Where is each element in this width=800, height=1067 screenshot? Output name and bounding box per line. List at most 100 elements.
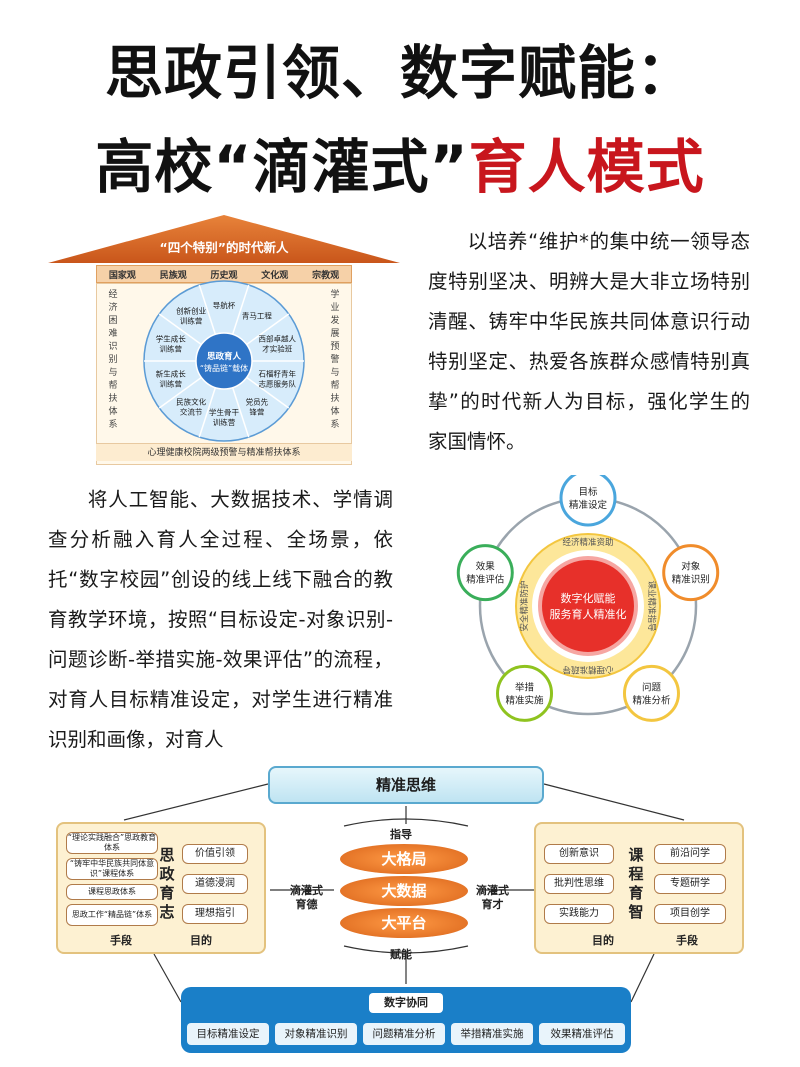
wheel-divider — [231, 284, 250, 335]
wheel-sector-label: 石榴籽青年志愿服务队 — [259, 368, 297, 388]
ring-node-label: 精准设定 — [569, 499, 608, 511]
left-aim-label: 目的 — [190, 934, 212, 947]
paragraph-goal: 以培养“维护*的集中统一领导态度特别坚决、明辨大是大非立场特别清醒、铸牢中华民族… — [428, 222, 750, 462]
drip-moral-line: 育德 — [295, 898, 318, 911]
paragraph-goal-text: 以培养“维护*的集中统一领导态度特别坚决、明辨大是大非立场特别清醒、铸牢中华民族… — [428, 230, 750, 453]
right-value-box: 创新意识 — [544, 844, 614, 864]
ring-center-line1: 数字化赋能 — [561, 591, 616, 605]
ring-node — [559, 475, 617, 527]
wheel-sector-label: 党员先锋营 — [246, 396, 269, 416]
wheel-sector-label: 导航杯 — [213, 300, 236, 310]
left-panel-label: 思政育志 — [159, 846, 175, 921]
ring-inner-label: 经济精准资助 — [562, 537, 613, 548]
right-aim-label: 目的 — [592, 934, 614, 947]
title-black-part: 高校“滴灌式” — [95, 133, 469, 201]
right-panel-label: 课程育智 — [628, 846, 644, 921]
drip-talent-line: 育才 — [481, 898, 504, 911]
ring-inner-label: 安全精准防护 — [519, 580, 530, 631]
ring-node-label: 精准分析 — [632, 694, 671, 706]
left-panel: “理论实践融合”思政教育体系 “铸牢中华民族共同体意识”课程体系 课程思政体系 … — [56, 822, 266, 954]
ring-node — [662, 544, 720, 602]
wheel-divider — [246, 376, 290, 409]
ring-node-label: 精准实施 — [506, 694, 545, 706]
ring-diagram: 数字化赋能服务育人精准化经济精准资助课业精准指导心理精准疏导安全精准防护目标精准… — [456, 475, 720, 722]
wheel-sector-label: 新生成长训练营 — [156, 368, 186, 388]
ring-node — [496, 664, 554, 722]
title-red-part: 育人模式 — [468, 133, 705, 201]
ring-node-label: 举措 — [515, 681, 535, 693]
left-value-box: 价值引领 — [182, 844, 248, 864]
collab-step: 问题精准分析 — [363, 1023, 445, 1045]
ring-center — [538, 556, 638, 656]
ring-node-label: 问题 — [642, 681, 662, 693]
left-system-box: 思政工作“精品链”体系 — [66, 904, 158, 926]
ellipse-bigdata: 大数据 — [340, 876, 468, 906]
wheel-divider — [198, 387, 217, 438]
paragraph-method-text: 将人工智能、大数据技术、学情调查分析融入育人全过程、全场景，依托“数字校园”创设… — [48, 488, 393, 751]
wheel-sector-label: 创新创业训练营 — [176, 306, 206, 326]
left-system-box: “理论实践融合”思政教育体系 — [66, 832, 158, 854]
house-beam: 国家观 民族观 历史观 文化观 宗教观 — [96, 265, 352, 283]
collab-step: 举措精准实施 — [451, 1023, 533, 1045]
digital-collab-bar: 数字协同 目标精准设定 对象精准识别 问题精准分析 举措精准实施 效果精准评估 — [181, 987, 631, 1053]
beam-item: 民族观 — [159, 270, 187, 281]
wheel-sector-label: 青马工程 — [242, 311, 272, 321]
collab-step: 目标精准设定 — [187, 1023, 269, 1045]
ring-node — [456, 544, 514, 602]
drip-moral-line: 滴灌式 — [290, 884, 323, 897]
collab-step: 效果精准评估 — [539, 1023, 625, 1045]
left-hand-label: 手段 — [110, 934, 132, 947]
house-roof-label: “四个特别”的时代新人 — [159, 240, 289, 255]
drip-moral-label: 滴灌式育德 — [290, 884, 323, 912]
left-system-box: “铸牢中华民族共同体意识”课程体系 — [66, 858, 158, 880]
diagram-arrows — [123, 783, 685, 1003]
right-panel: 创新意识 批判性思维 实践能力 前沿问学 专题研学 项目创学 课程育智 目的 手… — [534, 822, 744, 954]
paragraph-method: 将人工智能、大数据技术、学情调查分析融入育人全过程、全场景，依托“数字校园”创设… — [48, 480, 393, 760]
wheel-sector-label: 学生成长训练营 — [156, 334, 186, 354]
house-left-column: 经济困难识别与帮扶体系 — [108, 290, 118, 430]
right-method-box: 专题研学 — [654, 874, 726, 894]
digital-collab-title: 数字协同 — [369, 993, 443, 1013]
drip-talent-line: 滴灌式 — [476, 884, 509, 897]
right-hand-label: 手段 — [676, 934, 698, 947]
guide-label: 指导 — [390, 828, 412, 841]
wheel-sector-label: 西部卓越人才实验班 — [259, 334, 297, 354]
ring-node-label: 对象 — [681, 561, 701, 573]
left-value-box: 理想指引 — [182, 904, 248, 924]
collab-step: 对象精准识别 — [275, 1023, 357, 1045]
house-wheel: 导航杯青马工程西部卓越人才实验班石榴籽青年志愿服务队党员先锋营学生骨干训练营民族… — [143, 280, 305, 442]
ring-node-label: 效果 — [476, 561, 496, 573]
house-right-column: 学业发展预警与帮扶体系 — [330, 290, 340, 430]
page-title-line1: 思政引领、数字赋能： — [104, 39, 695, 107]
house-diagram: “四个特别”的时代新人 国家观 民族观 历史观 文化观 宗教观 经济困难识别与帮… — [48, 215, 400, 467]
wheel-divider — [231, 387, 250, 438]
right-value-box: 批判性思维 — [544, 874, 614, 894]
ring-center-line2: 服务育人精准化 — [550, 607, 627, 621]
left-system-box: 课程思政体系 — [66, 884, 158, 900]
beam-item: 国家观 — [108, 270, 136, 281]
wheel-divider — [158, 376, 202, 409]
page-title-line2: 高校“滴灌式”育人模式 — [0, 138, 800, 196]
drip-talent-label: 滴灌式育才 — [476, 884, 509, 912]
wheel-divider — [158, 313, 202, 346]
ring-node-label: 目标 — [578, 486, 598, 498]
ring-inner-label: 课业精准指导 — [646, 580, 657, 632]
empower-label: 赋能 — [390, 948, 412, 961]
right-method-box: 项目创学 — [654, 904, 726, 924]
wheel-center — [195, 332, 253, 390]
ellipse-platform: 大平台 — [340, 908, 468, 938]
beam-item: 历史观 — [210, 270, 238, 281]
ellipse-vision: 大格局 — [340, 844, 468, 874]
right-method-box: 前沿问学 — [654, 844, 726, 864]
wheel-sector-label: 民族文化交流节 — [176, 396, 206, 416]
wheel-divider — [246, 313, 290, 346]
precise-thinking-box: 精准思维 — [268, 766, 544, 804]
wheel-center-line1: 思政育人 — [207, 351, 242, 362]
ring-node-label: 精准识别 — [672, 574, 710, 586]
ring-node — [622, 664, 680, 722]
beam-item: 文化观 — [261, 270, 289, 281]
wheel-center-line2: “铸品链”载体 — [200, 363, 248, 373]
house-base: 心理健康校院两级预警与精准帮扶体系 — [96, 443, 352, 461]
wheel-divider — [198, 284, 217, 335]
wheel-sector-label: 学生骨干训练营 — [209, 407, 239, 427]
